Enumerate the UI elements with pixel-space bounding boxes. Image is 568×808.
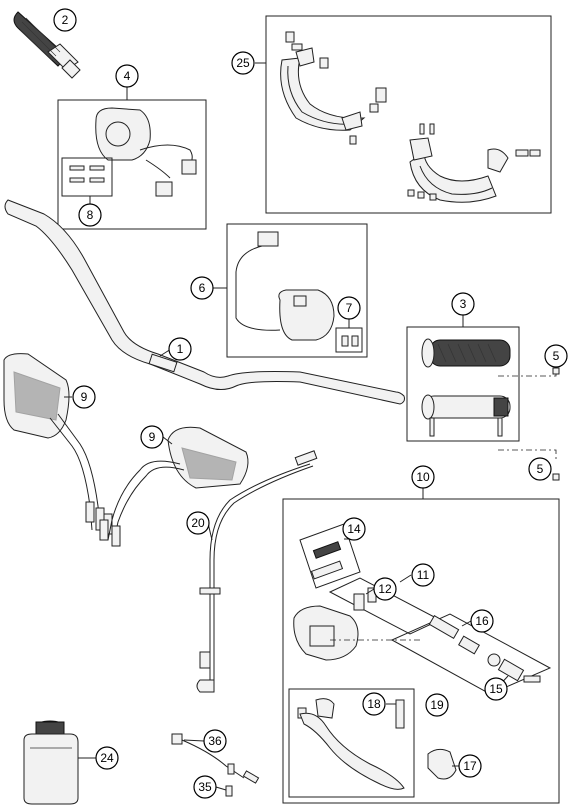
- callout-35: 35: [193, 775, 217, 799]
- svg-text:25: 25: [236, 56, 250, 70]
- handguard-box: [265, 15, 552, 214]
- svg-text:5: 5: [537, 462, 544, 476]
- callout-3: 3: [451, 292, 475, 316]
- callout-9b: 9: [140, 425, 164, 449]
- svg-text:35: 35: [198, 780, 212, 794]
- right-switch-box: [226, 223, 368, 358]
- oil-bottle-part-24: [23, 720, 79, 805]
- callout-10: 10: [411, 465, 435, 489]
- svg-text:3: 3: [460, 297, 467, 311]
- svg-text:2: 2: [62, 13, 69, 27]
- svg-text:17: 17: [463, 759, 477, 773]
- callout-12: 12: [373, 577, 397, 601]
- callout-5a: 5: [544, 344, 568, 368]
- master-cylinder-parts: [288, 523, 552, 798]
- svg-text:11: 11: [417, 568, 430, 582]
- callout-18: 18: [362, 692, 386, 716]
- svg-text:8: 8: [87, 208, 94, 222]
- callout-16: 16: [470, 609, 494, 633]
- svg-text:15: 15: [489, 682, 503, 696]
- callout-20: 20: [186, 511, 210, 535]
- handguard-parts: [280, 31, 541, 203]
- mirror-right: [99, 426, 249, 547]
- callout-8: 8: [78, 203, 102, 227]
- callout-6: 6: [190, 276, 214, 300]
- callout-19: 19: [425, 693, 449, 717]
- left-switch-box: [57, 99, 207, 230]
- callout-24: 24: [95, 746, 119, 770]
- svg-text:9: 9: [81, 390, 88, 404]
- callout-4: 4: [115, 64, 139, 88]
- callout-11: 11: [411, 563, 435, 587]
- callout-7: 7: [337, 296, 361, 320]
- svg-text:16: 16: [475, 614, 489, 628]
- svg-text:36: 36: [208, 734, 222, 748]
- callout-2: 2: [53, 8, 77, 32]
- callout-25: 25: [231, 51, 255, 75]
- callout-17: 17: [458, 754, 482, 778]
- svg-text:7: 7: [346, 301, 353, 315]
- left-switch-parts: [61, 107, 197, 197]
- svg-text:14: 14: [347, 522, 361, 536]
- handlebar-part-1: [4, 199, 405, 405]
- svg-text:20: 20: [191, 516, 205, 530]
- callout-1: 1: [168, 337, 192, 361]
- svg-text:12: 12: [378, 582, 392, 596]
- cable-part-36: [171, 733, 260, 797]
- svg-text:18: 18: [367, 697, 381, 711]
- master-cylinder-box: [282, 498, 560, 804]
- callout-15: 15: [484, 677, 508, 701]
- right-switch-parts: [235, 231, 363, 353]
- svg-text:19: 19: [430, 698, 444, 712]
- grip-part-2: [13, 11, 81, 79]
- svg-text:4: 4: [124, 69, 131, 83]
- svg-text:5: 5: [553, 349, 560, 363]
- mirror-left: [3, 353, 113, 535]
- svg-text:6: 6: [199, 281, 206, 295]
- svg-text:9: 9: [149, 430, 156, 444]
- svg-text:24: 24: [100, 751, 114, 765]
- screws-box: [61, 157, 113, 197]
- callout-36: 36: [203, 729, 227, 753]
- callout-5b: 5: [528, 457, 552, 481]
- svg-text:1: 1: [177, 342, 184, 356]
- callout-14: 14: [342, 517, 366, 541]
- lever-box: [288, 688, 415, 798]
- grips-parts: [421, 338, 511, 437]
- svg-text:10: 10: [416, 470, 430, 484]
- throttle-cable: [196, 450, 318, 693]
- callout-9a: 9: [72, 385, 96, 409]
